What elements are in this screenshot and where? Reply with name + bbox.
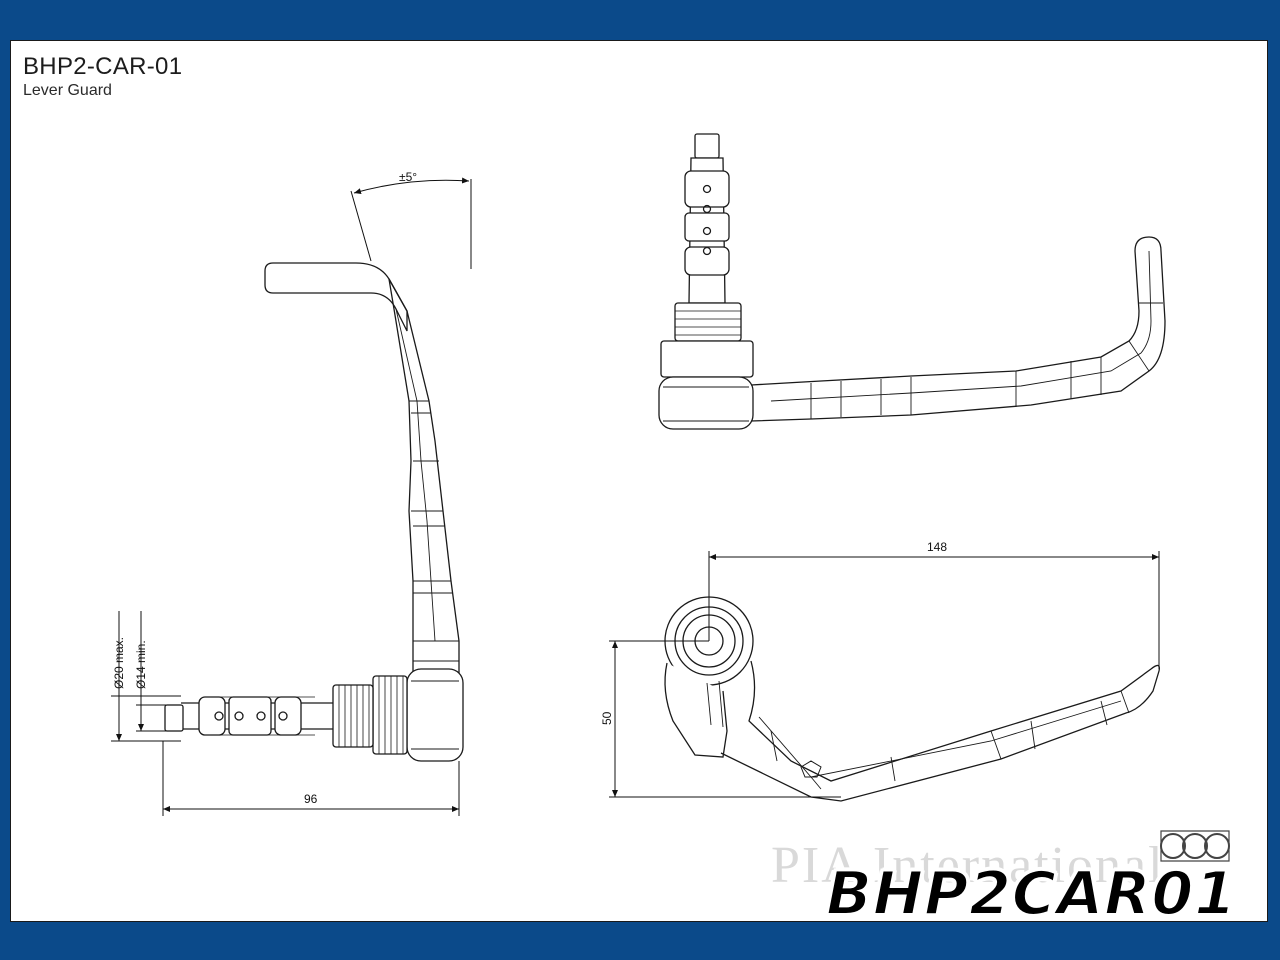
company-logo-icon — [1160, 830, 1230, 862]
height-dimension-50 — [609, 640, 841, 798]
guard-arm-inner — [388, 278, 414, 691]
angle-label: ±5° — [399, 170, 417, 184]
top-view — [658, 133, 1166, 430]
min-diameter-label: Ø14 min. — [134, 640, 148, 689]
drawing-sheet: BHP2-CAR-01 Lever Guard PIA Internationa… — [10, 40, 1268, 922]
title-block: BHP2-CAR-01 Lever Guard — [23, 53, 182, 101]
height-label-50: 50 — [600, 711, 614, 725]
length-label-148: 148 — [927, 540, 947, 554]
collar-ring-outer — [372, 675, 408, 755]
max-diameter-label: Ø20 max. — [112, 637, 126, 689]
part-number: BHP2-CAR-01 — [23, 53, 183, 80]
part-description: Lever Guard — [23, 82, 112, 99]
top-guard-arm — [750, 236, 1166, 422]
diameter-dimensions — [111, 611, 181, 742]
side-view — [164, 262, 464, 762]
top-joint-body — [658, 376, 754, 430]
guard-arm-outer — [388, 278, 460, 691]
technical-drawing: ±5° Ø20 max. Ø14 min. 96 — [111, 133, 1230, 862]
joint-body — [406, 668, 464, 762]
product-code: BHP2CAR01 — [825, 858, 1237, 922]
angle-dimension — [350, 177, 472, 269]
watermark-text: PIA International — [771, 837, 1165, 894]
front-view — [664, 596, 1160, 802]
front-guard-arm — [720, 660, 1160, 802]
length-dimension-96 — [162, 741, 460, 816]
length-label-96: 96 — [304, 792, 318, 806]
length-dimension-148 — [708, 551, 1160, 669]
guard-top-tab — [264, 262, 408, 332]
